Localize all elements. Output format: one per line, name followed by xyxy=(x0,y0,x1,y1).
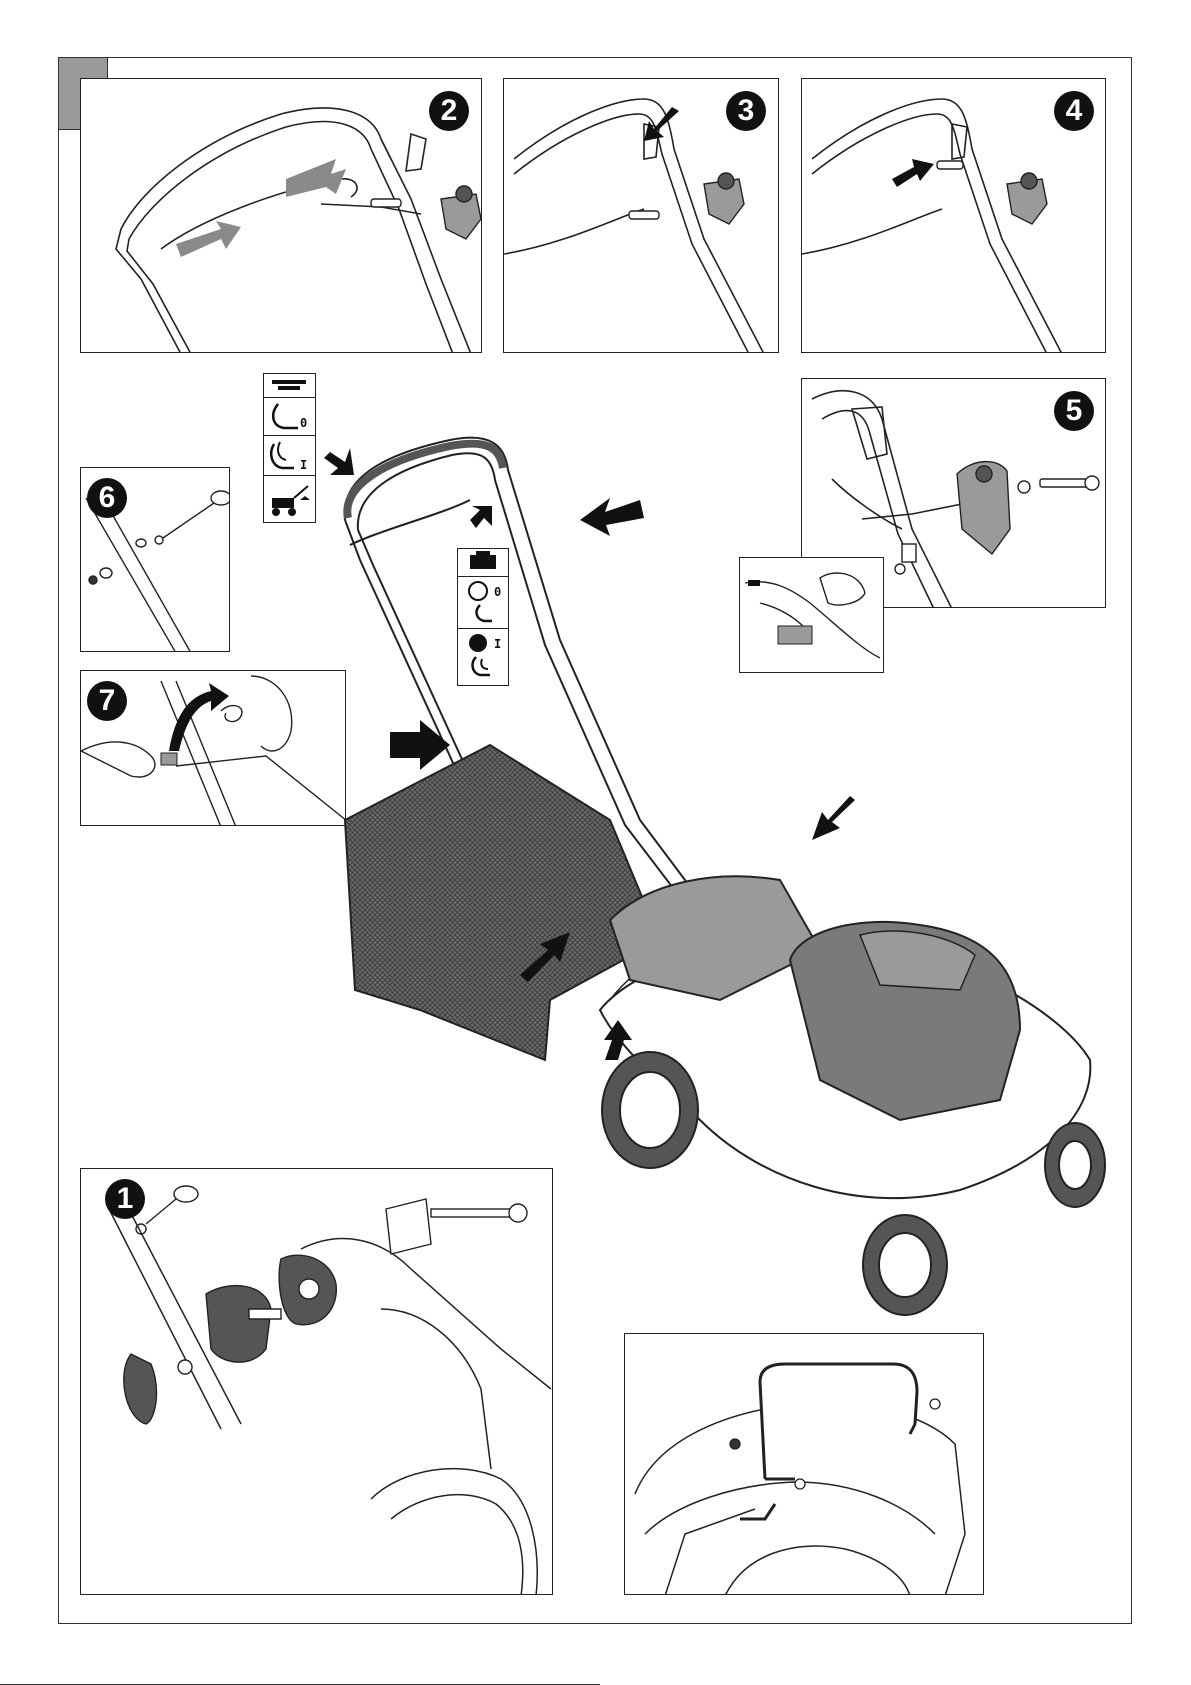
figure-3-panel: 3 xyxy=(503,78,779,353)
symbol-cell-lever-off: 0 xyxy=(264,398,315,436)
figure-number-badge: 7 xyxy=(87,681,127,721)
figure-1-drawing xyxy=(81,1169,553,1595)
figure-number-badge: 6 xyxy=(87,478,127,518)
connector-inset-panel xyxy=(739,557,884,673)
symbol-cell-drive xyxy=(264,476,315,522)
symbol-cell-cutting-height xyxy=(264,374,315,398)
symbol-cell-throttle-on: I xyxy=(458,629,508,685)
figure-7-panel: 7 xyxy=(80,670,346,826)
figure-2-panel: 2 xyxy=(80,78,482,353)
bumper-mounting-drawing xyxy=(625,1334,984,1595)
figure-number-badge: 3 xyxy=(726,91,766,131)
figure-6-panel: 6 xyxy=(80,467,230,652)
symbol-cell-throttle-off: 0 xyxy=(458,577,508,629)
figure-number-badge: 4 xyxy=(1054,91,1094,131)
figure-number-badge: 1 xyxy=(105,1179,145,1219)
bumper-mounting-panel xyxy=(624,1333,984,1595)
figure-number-badge: 5 xyxy=(1054,391,1094,431)
on-mark: I xyxy=(494,637,501,651)
figure-2-drawing xyxy=(81,79,482,353)
connector-inset-drawing xyxy=(740,558,884,673)
symbol-cell-lever-on: I xyxy=(264,436,315,476)
symbol-cell-engine xyxy=(458,549,508,577)
control-symbols-strip-center: 0 I xyxy=(457,548,509,686)
figure-1-panel: 1 xyxy=(80,1168,553,1595)
figure-4-panel: 4 xyxy=(801,78,1106,353)
on-mark: I xyxy=(300,458,307,472)
control-symbols-strip-left: 0 I xyxy=(263,373,316,523)
off-mark: 0 xyxy=(494,585,501,599)
off-mark: 0 xyxy=(300,416,307,430)
figure-number-badge: 2 xyxy=(429,91,469,131)
